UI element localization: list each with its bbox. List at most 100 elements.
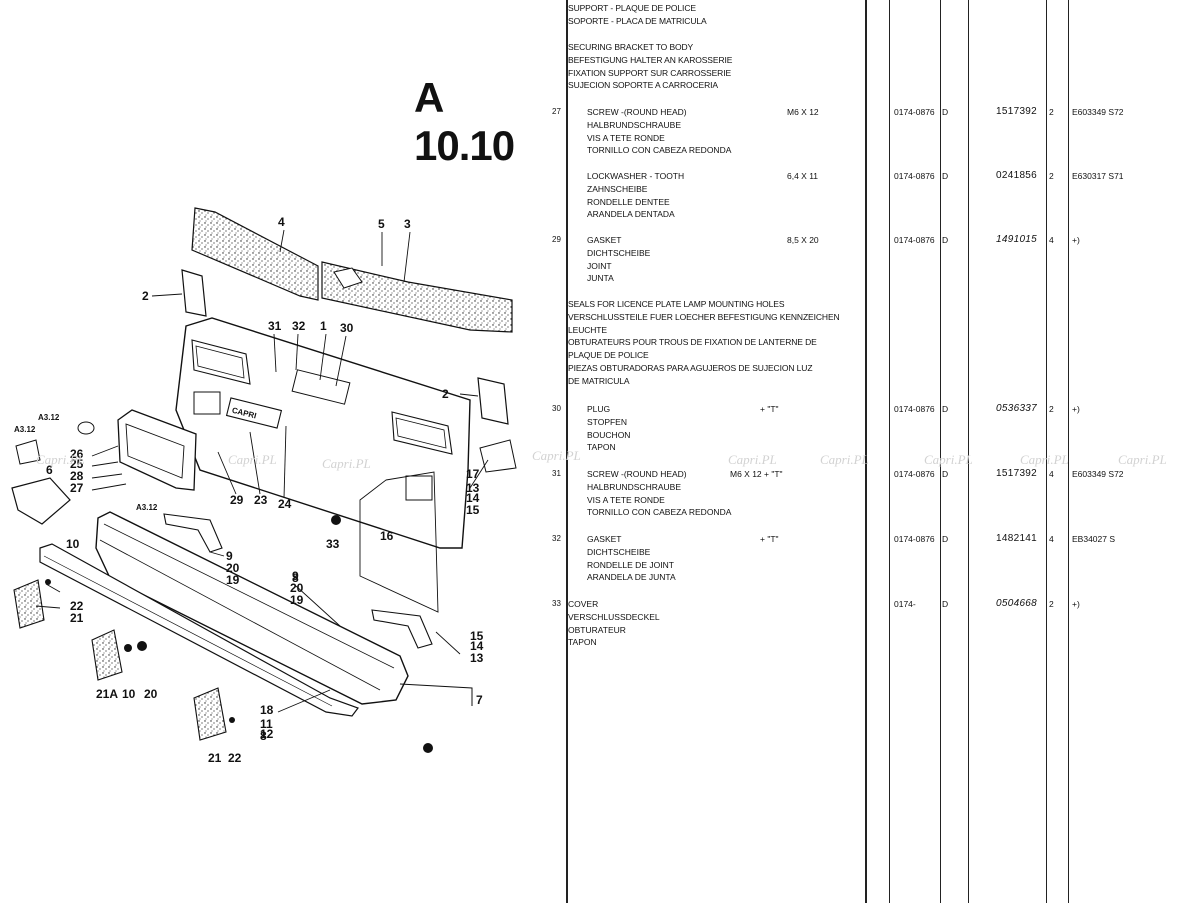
bumper-bracket-lower xyxy=(371,609,433,649)
part-ref: EB34027 S xyxy=(1072,534,1116,544)
column-rule xyxy=(865,0,867,903)
header-line: FIXATION SUPPORT SUR CARROSSERIE xyxy=(568,67,732,78)
part-ref: +) xyxy=(1072,404,1080,414)
callout-30: 30 xyxy=(340,321,354,335)
callout-11: 11 xyxy=(260,717,273,731)
part-qty: 4 xyxy=(1049,469,1054,479)
watermark: Capri.PL xyxy=(728,452,777,467)
column-rule xyxy=(968,0,969,903)
callout-3: 3 xyxy=(404,217,411,231)
watermark: Capri.PL xyxy=(924,452,973,467)
callout-21: 21 xyxy=(70,611,84,625)
callout-27: 27 xyxy=(70,481,84,495)
part-number: 0504668 xyxy=(996,598,1038,609)
leader-lines xyxy=(35,229,489,713)
part-date: 0174-0876 xyxy=(894,235,935,245)
callout-10: 10 xyxy=(122,687,136,701)
part-date: 0174-0876 xyxy=(894,107,935,117)
part-size: + "T" xyxy=(760,404,779,414)
callout-22: 22 xyxy=(228,751,242,765)
watermark: Capri.PL xyxy=(1118,452,1167,467)
callout-8: 8 xyxy=(292,571,299,585)
callout-19: 19 xyxy=(226,573,240,587)
header-line: DE MATRICULA xyxy=(568,375,630,386)
part-code: D xyxy=(942,534,949,544)
column-rule xyxy=(940,0,941,903)
callout-28: 28 xyxy=(70,469,84,483)
part-qty: 2 xyxy=(1049,171,1054,181)
callout-4: 4 xyxy=(278,215,285,229)
page-code: A 10.10 xyxy=(414,74,515,169)
header-line: SECURING BRACKET TO BODY xyxy=(568,42,694,52)
part-size: 8,5 X 20 xyxy=(787,235,819,245)
part-size: + "T" xyxy=(760,534,779,544)
part-ref: E603349 S72 xyxy=(1072,469,1124,479)
header-line: PIEZAS OBTURADORAS PARA AGUJEROS DE SUJE… xyxy=(568,362,813,373)
bumper-end-cap xyxy=(11,477,71,525)
header-block: SEALS FOR LICENCE PLATE LAMP MOUNTING HO… xyxy=(568,298,840,388)
column-rule xyxy=(1068,0,1069,903)
callout-12: 12 xyxy=(260,727,274,741)
watermark: Capri.PL xyxy=(1020,452,1069,467)
part-number: 0536337 xyxy=(996,403,1038,414)
part-position: 32 xyxy=(552,534,561,543)
header-line: SUPPORT - PLAQUE DE POLICE xyxy=(568,3,696,13)
callout-16: 16 xyxy=(380,529,394,543)
part-description: PLUG STOPFEN BOUCHON TAPON xyxy=(587,404,631,453)
watermark: Capri.PL xyxy=(322,456,371,471)
part-description: COVER VERSCHLUSSDECKEL OBTURATEUR TAPON xyxy=(568,599,660,648)
exploded-diagram: CAPRI xyxy=(0,0,552,903)
callout-15: 15 xyxy=(470,629,484,643)
part-date: 0174- xyxy=(894,599,916,609)
part-position: 27 xyxy=(552,107,561,116)
column-rule xyxy=(1046,0,1047,903)
callout-2: 2 xyxy=(442,387,449,401)
part-number: 1517392 xyxy=(996,106,1038,117)
part-ref: E630317 S71 xyxy=(1072,171,1124,181)
part-date: 0174-0876 xyxy=(894,534,935,544)
header-block: SECURING BRACKET TO BODY BEFESTIGUNG HAL… xyxy=(568,41,732,92)
callout-14: 14 xyxy=(470,639,484,653)
part-description: SCREW -(ROUND HEAD) HALBRUNDSCHRAUBE VIS… xyxy=(587,107,732,156)
part-ref: +) xyxy=(1072,599,1080,609)
watermark: Capri.PL xyxy=(820,452,869,467)
watermark: Capri.PL xyxy=(228,452,277,467)
callout-a3: A3.12 xyxy=(136,503,158,512)
callout-15: 15 xyxy=(466,503,480,517)
callout-23: 23 xyxy=(254,493,268,507)
callout-25: 25 xyxy=(70,457,84,471)
callout-6: 6 xyxy=(46,463,53,477)
insulation-panel-right xyxy=(321,261,513,333)
part-code: D xyxy=(942,235,949,245)
callout-31: 31 xyxy=(268,319,282,333)
part-number: 1491015 xyxy=(996,234,1038,245)
part-code: D xyxy=(942,107,949,117)
part-code: D xyxy=(942,404,949,414)
callout-21: 21 xyxy=(208,751,222,765)
part-code: D xyxy=(942,599,949,609)
callout-20: 20 xyxy=(290,581,304,595)
watermark: Capri.PL xyxy=(532,448,581,463)
parts-list: SUPPORT - PLAQUE DE POLICE SOPORTE - PLA… xyxy=(552,0,1200,903)
callout-9: 9 xyxy=(226,549,233,563)
bumper-strip xyxy=(39,543,359,717)
part-position: 30 xyxy=(552,404,561,413)
header-line: OBTURATEURS POUR TROUS DE FIXATION DE LA… xyxy=(568,337,817,348)
side-bracket-left xyxy=(181,269,207,317)
bumper-guard xyxy=(193,687,227,741)
callout-17: 17 xyxy=(466,467,480,481)
callout-18: 18 xyxy=(260,703,274,717)
callout-8: 8 xyxy=(260,729,267,743)
part-qty: 2 xyxy=(1049,107,1054,117)
part-code: D xyxy=(942,171,949,181)
callout-20: 20 xyxy=(226,561,240,575)
part-qty: 2 xyxy=(1049,599,1054,609)
part-position: 29 xyxy=(552,235,561,244)
bumper-guard xyxy=(91,629,123,681)
callout-24: 24 xyxy=(278,497,292,511)
header-line: SUJECION SOPORTE A CARROCERIA xyxy=(568,80,718,91)
part-description: LOCKWASHER - TOOTH ZAHNSCHEIBE RONDELLE … xyxy=(587,171,685,220)
callout-9: 9 xyxy=(292,569,299,583)
bumper-bar xyxy=(95,511,409,705)
callout-33: 33 xyxy=(326,537,340,551)
